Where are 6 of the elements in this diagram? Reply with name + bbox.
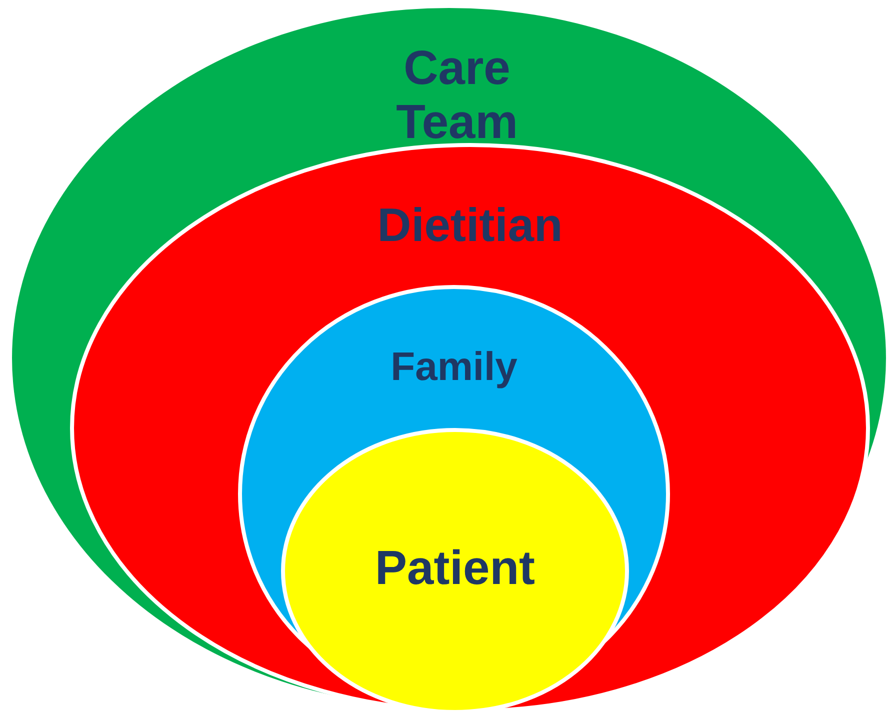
node-label: Dietitian: [376, 199, 564, 252]
ellipse-region: [283, 430, 627, 712]
ellipse-region: [72, 145, 868, 711]
node-label: Care Team: [395, 42, 519, 150]
node-label: Family: [390, 345, 518, 390]
node-label: Patient: [374, 542, 536, 596]
